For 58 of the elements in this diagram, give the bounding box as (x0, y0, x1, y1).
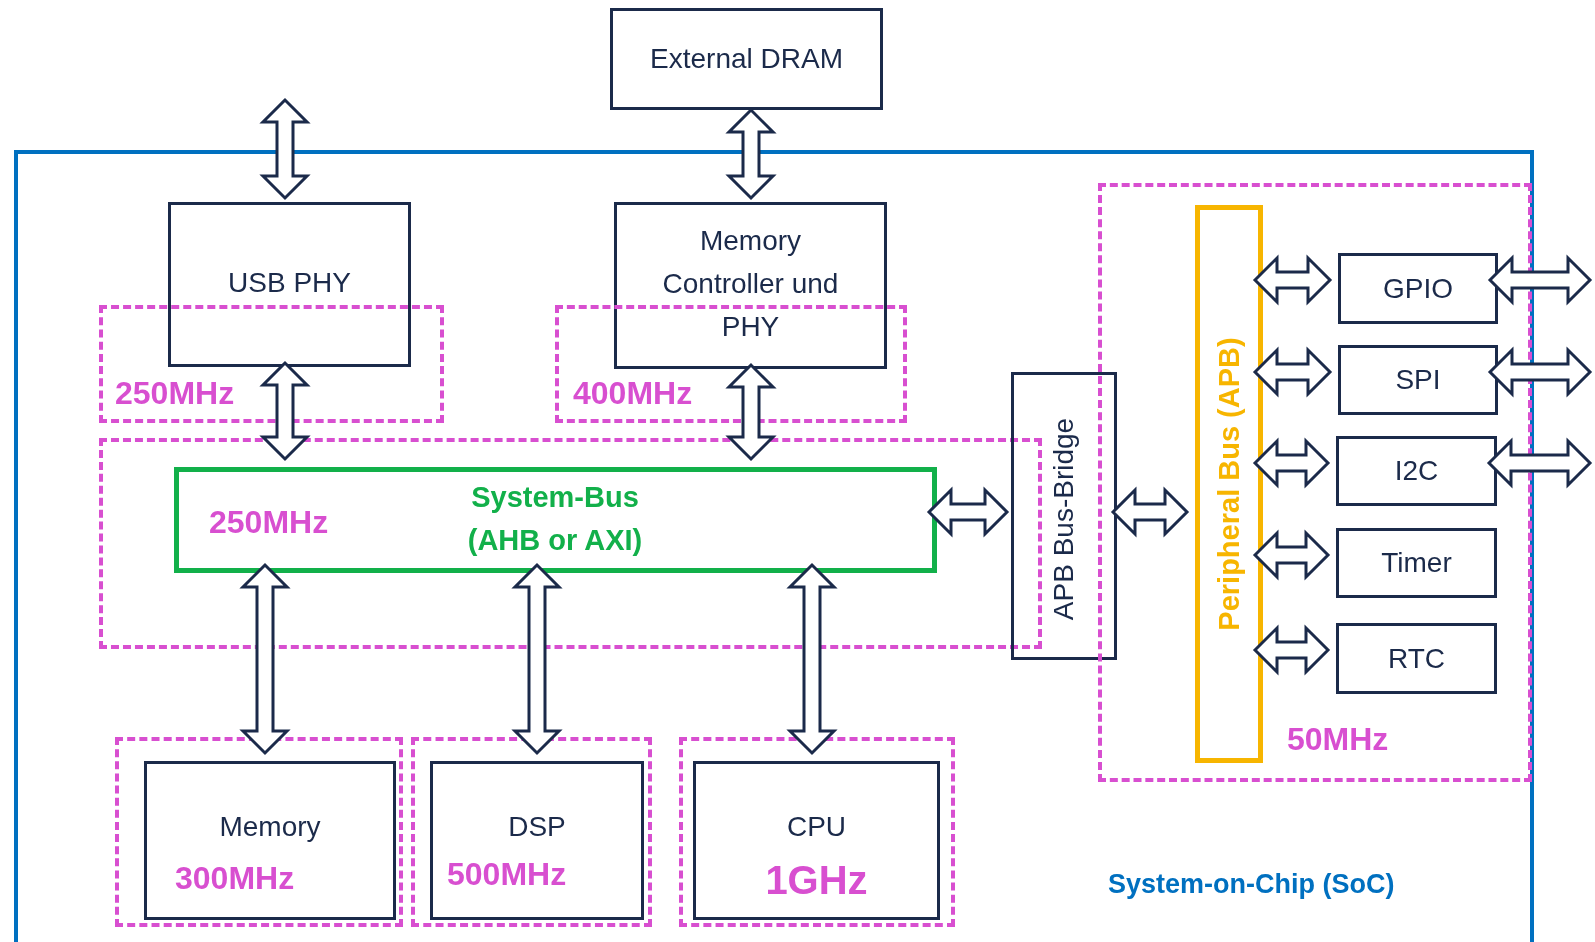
double-arrow (1487, 346, 1593, 398)
frequency-label: 300MHz (175, 859, 295, 898)
clock-domain-region (411, 737, 652, 927)
chip-label: System-on-Chip (SoC) (1108, 868, 1395, 901)
phy-box (168, 202, 411, 367)
double-arrow (239, 562, 291, 756)
peripheral-box (1338, 253, 1498, 324)
peripheral-box (1336, 436, 1497, 506)
frequency-label: 400MHz (573, 374, 693, 413)
processor-box (430, 761, 644, 920)
block-label: CPU (785, 810, 848, 844)
double-arrow (1252, 529, 1331, 581)
block-label: Memory (218, 810, 322, 844)
double-arrow (1252, 437, 1331, 489)
clock-domain-region (1098, 183, 1532, 782)
double-arrow (1110, 486, 1190, 538)
double-arrow (511, 562, 563, 756)
double-arrow (1252, 254, 1333, 306)
double-arrow (725, 362, 777, 462)
peripheral-box (1336, 528, 1497, 598)
system-bus-bar (174, 467, 937, 573)
block-label: External DRAM (649, 42, 844, 76)
peripheral-box (1338, 345, 1498, 415)
chip-boundary (14, 150, 1534, 942)
double-arrow (1487, 254, 1593, 306)
block-label: SPI (1394, 363, 1442, 397)
block-label: I2C (1393, 454, 1440, 488)
frequency-label: 50MHz (1287, 720, 1389, 759)
clock-domain-region (679, 737, 955, 927)
controller-box (614, 202, 887, 369)
clock-domain-region (115, 737, 403, 927)
double-arrow (1252, 624, 1331, 676)
peripheral-box (1336, 623, 1497, 694)
bridge-box (1011, 372, 1117, 660)
frequency-label: 250MHz (115, 374, 235, 413)
double-arrow (1252, 346, 1333, 398)
block-label: DSP (507, 810, 567, 844)
block-label: Memory Controller und PHY (661, 224, 840, 344)
double-arrow (1486, 437, 1593, 489)
bus-label: Peripheral Bus (APB) (1212, 336, 1246, 633)
peripheral-bus-bar (1195, 205, 1263, 763)
block-label: RTC (1386, 641, 1446, 676)
processor-box (693, 761, 940, 920)
bus-label: System-Bus (AHB or AXI) (466, 480, 644, 558)
block-label: USB PHY (227, 266, 352, 300)
double-arrow (725, 107, 777, 201)
block-label: Timer (1380, 546, 1453, 580)
block-label: APB Bus-Bridge (1047, 416, 1080, 623)
block-label: GPIO (1382, 271, 1454, 306)
double-arrow (786, 562, 838, 756)
double-arrow (926, 486, 1010, 538)
frequency-label: 250MHz (209, 503, 329, 542)
frequency-label: 1GHz (764, 857, 869, 904)
double-arrow (259, 360, 311, 462)
double-arrow (259, 97, 311, 201)
frequency-label: 500MHz (447, 855, 567, 894)
memory-box (610, 8, 883, 110)
memory-box (144, 761, 396, 920)
